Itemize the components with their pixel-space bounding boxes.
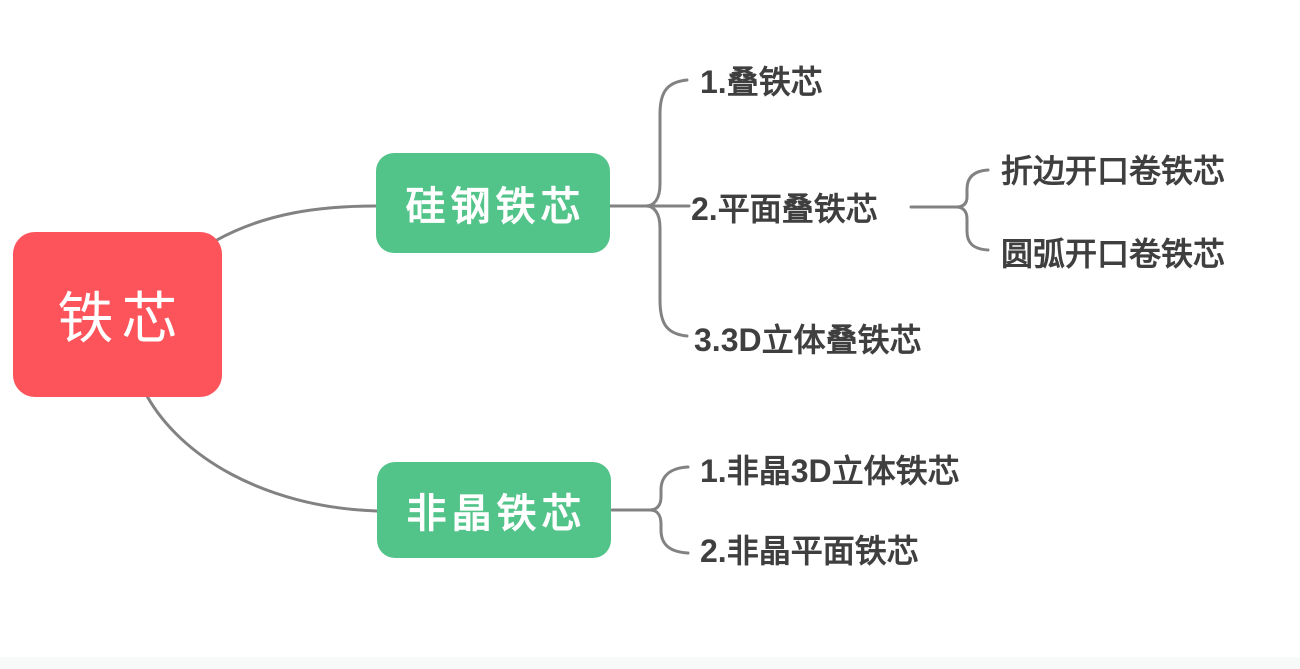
subtopic-stacked-core[interactable]: 1.叠铁芯 [700, 64, 823, 100]
edge-root-to-silicon-branch [213, 204, 378, 243]
subtopic-arc-open-wound-core[interactable]: 圆弧开口卷铁芯 [1001, 236, 1226, 272]
brace-amorphous-children [649, 465, 690, 555]
bottom-strip [0, 657, 1300, 669]
branch-topic-amorphous-core[interactable]: 非晶铁芯 [377, 462, 611, 558]
branch-topic-silicon-steel-core[interactable]: 硅钢铁芯 [376, 153, 610, 253]
brace-flat-stack-children [955, 168, 990, 252]
brace-silicon-children [645, 78, 689, 338]
subtopic-amorphous-flat-core[interactable]: 2.非晶平面铁芯 [700, 533, 919, 569]
root-topic-iron-core[interactable]: 铁芯 [13, 232, 222, 397]
subtopic-folded-open-wound-core[interactable]: 折边开口卷铁芯 [1001, 153, 1226, 189]
subtopic-amorphous-3d-core[interactable]: 1.非晶3D立体铁芯 [700, 453, 960, 489]
edge-root-to-amorphous-branch [145, 394, 379, 513]
subtopic-3d-stacked-core[interactable]: 3.3D立体叠铁芯 [694, 322, 922, 358]
subtopic-flat-stacked-core[interactable]: 2.平面叠铁芯 [691, 191, 878, 227]
